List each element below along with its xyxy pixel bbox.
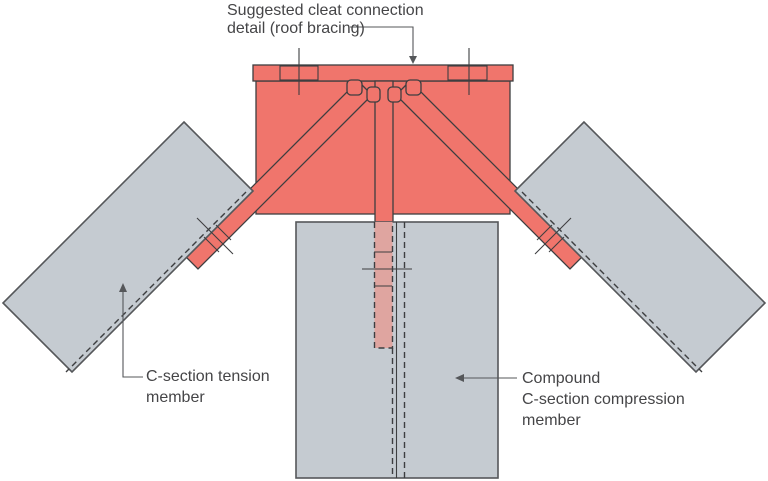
bolt-details — [196, 48, 572, 287]
clip-angle-inner-right — [387, 86, 402, 103]
top-flange-plate — [252, 64, 514, 82]
clip-angle-outer-left — [346, 79, 363, 96]
arrow-up-icon — [119, 283, 127, 292]
cleat-note-label-line1: Suggested cleat connection — [227, 2, 424, 19]
tension-label-line2: member — [146, 389, 205, 406]
tension-member-left — [1, 120, 255, 374]
bolt-tick-strap-right-2 — [548, 236, 565, 253]
compression-label-line3: member — [522, 412, 581, 429]
bolt-tick-strap-left-2 — [203, 236, 220, 253]
cleat-plate-assembly — [183, 64, 585, 270]
bolt-plate-top-right — [447, 65, 488, 81]
tension-member-right — [513, 120, 767, 374]
hidden-strap-edge-right — [521, 191, 703, 373]
hidden-cleat-strap — [373, 222, 394, 349]
bolt-centerline-strap-left — [196, 217, 234, 255]
bolt-tick-strap-left-1 — [215, 224, 232, 241]
hidden-strap-edge-left — [65, 191, 247, 373]
leader-cleat-note — [350, 26, 414, 57]
arrow-down-icon — [409, 56, 417, 64]
arrow-left-icon — [455, 374, 464, 382]
compression-label-line2: C-section compression — [522, 391, 685, 408]
cleat-note-label-line2: detail (roof bracing) — [227, 20, 365, 37]
leader-tension-member — [122, 291, 143, 378]
tension-label-line1: C-section tension — [146, 368, 270, 385]
bolt-centerline-strap-right — [534, 217, 572, 255]
annotation-labels: Suggested cleat connection detail (roof … — [146, 2, 685, 429]
bolt-tick-strap-right-1 — [536, 224, 553, 241]
compression-label-line1: Compound — [522, 370, 600, 387]
clip-angle-inner-left — [366, 86, 381, 103]
annotation-leaders — [119, 26, 517, 382]
clip-angle-outer-right — [405, 79, 422, 96]
